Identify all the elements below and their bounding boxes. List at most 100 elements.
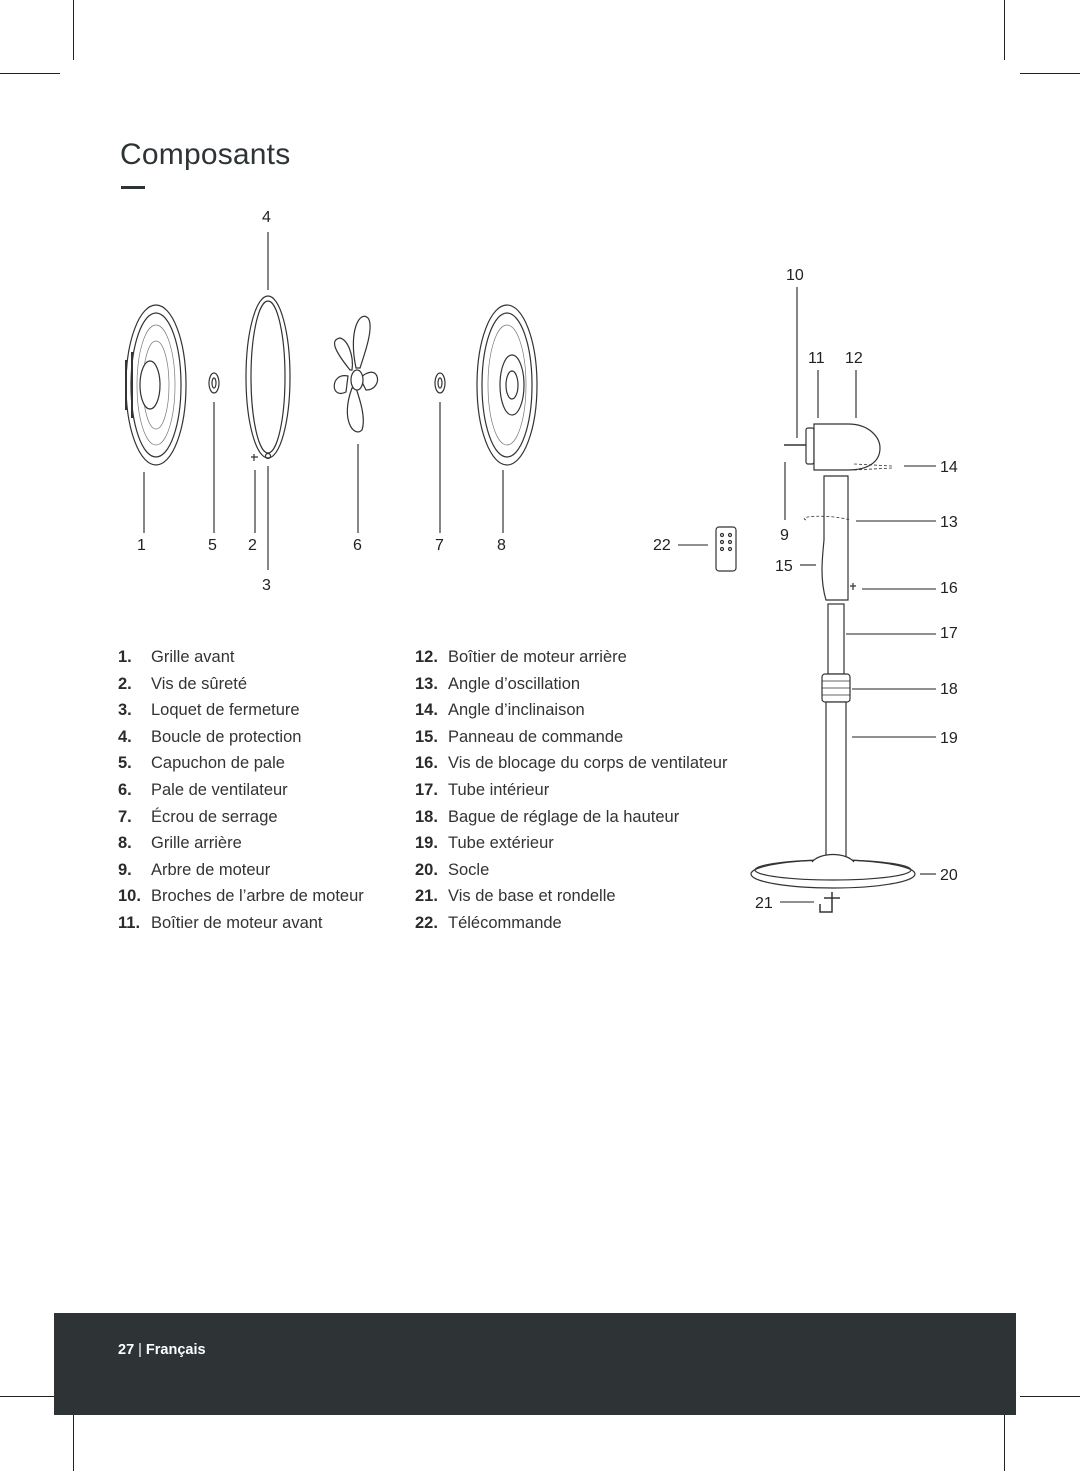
part-number: 19. — [415, 834, 438, 853]
fan-exploded-diagram: 1 2 3 4 5 6 7 8 9 10 11 12 13 14 15 16 1… — [125, 209, 958, 913]
callout-17: 17 — [940, 625, 958, 642]
part-number: 10. — [118, 887, 141, 906]
page-title: Composants — [120, 138, 291, 171]
callout-22: 22 — [653, 537, 671, 554]
part-number: 16. — [415, 754, 438, 773]
callout-8: 8 — [497, 537, 506, 554]
part-number: 22. — [415, 914, 438, 932]
part-number: 4. — [118, 727, 132, 746]
fan-blade-illustration — [333, 315, 379, 433]
callout-5: 5 — [208, 537, 217, 554]
callout-14: 14 — [940, 459, 958, 476]
part-label: Grille arrière — [151, 834, 242, 853]
callout-1: 1 — [137, 537, 146, 554]
crop-mark — [73, 0, 74, 60]
part-label: Boîtier de moteur arrière — [448, 648, 627, 666]
list-item: 7. Écrou de serrage — [118, 808, 278, 827]
part-number: 6. — [118, 781, 132, 799]
footer-separator: | — [138, 1342, 142, 1358]
rear-grille-illustration — [476, 304, 538, 466]
protection-ring-illustration — [245, 295, 291, 461]
list-item: 22. Télécommande — [415, 914, 562, 933]
list-item: 21.Vis de base et rondelle — [415, 887, 616, 906]
callout-16: 16 — [940, 580, 958, 597]
part-number: 3. — [118, 701, 132, 720]
title-underline — [121, 186, 145, 189]
part-number: 15. — [415, 727, 438, 746]
part-number: 2. — [118, 674, 132, 693]
page-footer: 27|Français — [54, 1313, 1016, 1415]
part-label: Angle d’oscillation — [448, 674, 581, 693]
list-item: 2. Vis de sûreté — [118, 675, 247, 694]
callout-6: 6 — [353, 537, 362, 554]
callout-4: 4 — [262, 209, 271, 226]
list-item: 3. Loquet de fermeture — [118, 701, 300, 720]
list-item: 14. Angle d’inclinaison — [415, 701, 585, 720]
part-number: 14. — [415, 701, 438, 720]
callout-18: 18 — [940, 681, 958, 698]
crop-mark — [73, 1411, 74, 1471]
crop-mark — [1004, 0, 1005, 60]
part-label: Tube extérieur — [448, 834, 554, 853]
list-item: 18. Bague de réglage de la hauteur — [415, 808, 679, 827]
crop-mark — [0, 73, 60, 74]
part-label: Panneau de commande — [448, 727, 624, 746]
part-label: Pale de ventilateur — [151, 781, 288, 799]
part-number: 18. — [415, 807, 438, 826]
lock-nut-illustration — [434, 372, 446, 394]
list-item: 9.Arbre de moteur — [118, 861, 270, 880]
callout-2: 2 — [248, 537, 257, 554]
list-item: 12. Boîtier de moteur arrière — [415, 648, 627, 667]
list-item: 5.Capuchon de pale — [118, 754, 285, 773]
part-label: Vis de sûreté — [151, 674, 248, 693]
crop-mark — [1004, 1411, 1005, 1471]
callout-3: 3 — [262, 577, 271, 594]
part-number: 7. — [118, 807, 132, 826]
callout-13: 13 — [940, 514, 958, 531]
footer-text: 27|Français — [118, 1342, 206, 1358]
remote-control-illustration — [715, 526, 737, 572]
part-label: Bague de réglage de la hauteur — [448, 807, 680, 826]
callout-21: 21 — [755, 895, 773, 912]
part-number: 1. — [118, 648, 132, 666]
blade-cap-illustration — [208, 372, 220, 394]
list-item: 15. Panneau de commande — [415, 728, 623, 747]
crop-mark — [0, 1396, 60, 1397]
part-label: Loquet de fermeture — [151, 701, 300, 720]
front-grille-illustration — [125, 304, 187, 466]
part-number: 11. — [118, 914, 141, 932]
crop-mark — [1020, 73, 1080, 74]
callout-11: 11 — [808, 350, 825, 367]
list-item: 1. Grille avant — [118, 648, 234, 667]
part-label: Boîtier de moteur avant — [151, 914, 323, 932]
part-number: 12. — [415, 648, 438, 666]
part-label: Boucle de protection — [151, 727, 302, 746]
fan-stand-illustration — [750, 423, 916, 913]
list-item: 11. Boîtier de moteur avant — [118, 914, 323, 933]
crop-mark — [1020, 1396, 1080, 1397]
part-number: 21. — [415, 887, 438, 906]
part-label: Écrou de serrage — [151, 807, 278, 826]
list-item: 16. Vis de blocage du corps de ventilateu… — [415, 754, 727, 773]
part-label: Angle d’inclinaison — [448, 701, 585, 720]
part-label: Télécommande — [448, 914, 562, 932]
part-number: 9. — [118, 860, 132, 879]
callout-10: 10 — [786, 267, 804, 284]
callout-19: 19 — [940, 730, 958, 747]
list-item: 6. Pale de ventilateur — [118, 781, 288, 800]
part-label: Tube intérieur — [448, 781, 550, 799]
list-item: 4. Boucle de protection — [118, 728, 301, 747]
callout-9: 9 — [780, 527, 789, 544]
list-item: 8.Grille arrière — [118, 834, 242, 853]
part-label: Grille avant — [151, 648, 235, 666]
part-number: 20. — [415, 860, 438, 879]
callout-7: 7 — [435, 537, 444, 554]
part-label: Broches de l’arbre de moteur — [151, 887, 364, 906]
part-label: Vis de blocage du corps de ventilateur — [448, 754, 728, 773]
list-item: 13. Angle d’oscillation — [415, 675, 580, 694]
part-label: Socle — [448, 860, 490, 879]
part-number: 13. — [415, 674, 438, 693]
callout-12: 12 — [845, 350, 863, 367]
list-item: 19. Tube extérieur — [415, 834, 554, 853]
callout-20: 20 — [940, 867, 958, 884]
